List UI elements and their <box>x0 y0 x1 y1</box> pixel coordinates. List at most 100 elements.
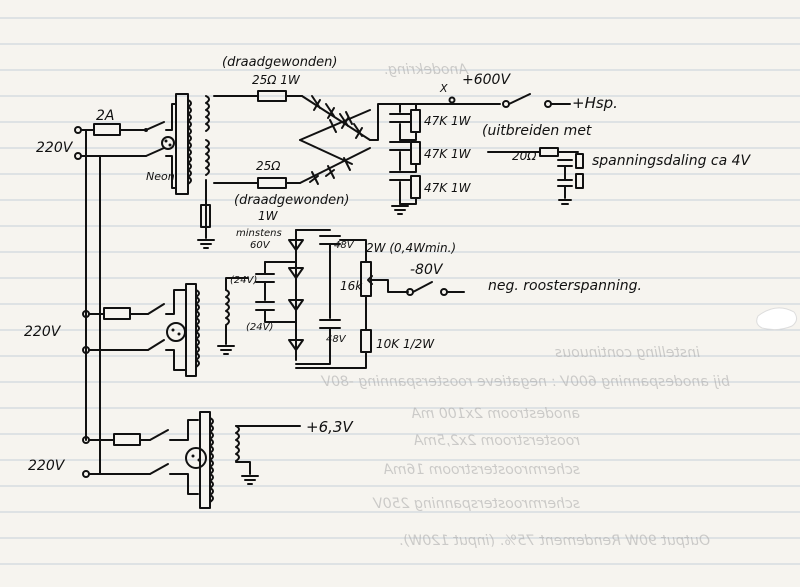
cap-min-label: minstens <box>236 228 282 239</box>
cap-48-top: 48V <box>334 240 355 251</box>
capacitor <box>389 141 411 151</box>
resistor-47k-3 <box>410 175 421 199</box>
wire <box>369 103 401 141</box>
hv-switch <box>508 93 531 105</box>
neon-label: Neon <box>146 170 175 183</box>
ghost-line: anodestroom 2x100 mA <box>411 406 580 422</box>
diode <box>345 111 353 125</box>
wire <box>399 163 417 173</box>
resistor-25-bot <box>257 177 287 189</box>
switch-contact <box>144 128 148 132</box>
expansion-sketch: (uitbreiden met 20Ω spanningsdaling ca 4… <box>482 123 752 205</box>
wire <box>235 425 261 475</box>
neon-dot <box>168 143 172 147</box>
primary-winding <box>187 99 192 185</box>
cap-min-label: 60V <box>250 240 271 251</box>
resistor-10k <box>360 329 372 353</box>
diode <box>325 165 335 179</box>
pot-label: 16k <box>340 279 363 293</box>
wire <box>299 139 353 165</box>
expand-note: (uitbreiden met <box>482 123 592 139</box>
transformer-core <box>175 93 189 195</box>
ghost-top: Anodekring. <box>384 62 469 78</box>
switch <box>145 147 165 157</box>
primary-winding <box>209 417 214 503</box>
show-through-text: Anodekring. instelling continuous bij an… <box>320 62 730 549</box>
diode <box>309 171 319 185</box>
diode <box>311 95 321 111</box>
mains-label-top: 220V <box>36 140 74 156</box>
resistor-47k-1 <box>410 109 421 133</box>
bias-resistor <box>200 204 211 228</box>
ground <box>241 475 259 485</box>
bias-supply: minstens 60V 48V 48V (24V) (24V) 2W (0,4… <box>230 228 642 369</box>
switch <box>149 429 169 441</box>
wire <box>339 239 367 263</box>
mains-wire <box>165 155 177 189</box>
paper-tear <box>756 307 798 331</box>
neg-voltage: -80V <box>410 262 444 278</box>
r-chain-label: 47K 1W <box>424 147 472 161</box>
hsp-label: +Hsp. <box>572 94 618 112</box>
wire <box>165 289 187 315</box>
r-bot-label: 25Ω <box>256 159 281 173</box>
neon-dot <box>164 139 168 143</box>
drop-note: spanningsdaling ca 4V <box>592 153 752 169</box>
ghost-line: schermroosterstroom 16mA <box>383 462 580 478</box>
wire <box>165 349 187 371</box>
capacitor <box>389 171 411 181</box>
note-wirewound-top: (draadgewonden) <box>222 55 338 70</box>
hv-voltage: +600V <box>462 72 511 88</box>
wire <box>399 103 417 111</box>
neg-note: neg. roosterspanning. <box>488 278 642 294</box>
ground <box>197 239 215 249</box>
resistor-exp <box>575 173 584 189</box>
wire <box>169 419 199 441</box>
neon-lamp <box>161 136 175 150</box>
primary-winding <box>195 289 200 368</box>
mains-label-bot: 220V <box>28 458 66 474</box>
neon-dot <box>177 332 181 336</box>
ground <box>391 205 409 215</box>
resistor-20 <box>539 147 559 157</box>
r-2w-label: 2W (0,4Wmin.) <box>366 241 456 255</box>
wire <box>169 473 199 495</box>
mains-label-mid: 220V <box>24 324 62 340</box>
hv-rectifier: (draadgewonden) 25Ω 1W 25Ω (draadgewonde… <box>213 55 401 223</box>
neon-dot <box>191 454 195 458</box>
switch <box>145 121 165 131</box>
hv-test-point <box>448 96 456 104</box>
capacitor-48v <box>319 319 341 329</box>
diode <box>353 123 363 139</box>
fuse <box>103 307 131 320</box>
ghost-line: Output 90W Rendement 75%. (input 120W). <box>399 533 710 549</box>
filament-transformer-2: 220V +6,3V <box>28 411 354 509</box>
r-bot-watt: 1W <box>258 209 279 223</box>
resistor-exp <box>575 153 584 169</box>
diode <box>288 299 304 311</box>
switch <box>149 463 169 475</box>
secondary-winding <box>205 139 210 176</box>
filament-transformer-1: 220V <box>24 277 249 377</box>
hv-filter: 47K 1W 47K 1W 47K 1W X +600V +Hsp. <box>389 72 618 215</box>
r-chain-label: 47K 1W <box>424 181 472 195</box>
r-10k-label: 10K 1/2W <box>376 337 435 351</box>
wire <box>225 277 249 291</box>
cap-left-top: (24V) <box>230 275 257 286</box>
diode <box>288 239 304 251</box>
wire <box>295 327 331 365</box>
neon-dot <box>171 328 175 332</box>
mains-wire <box>165 103 177 131</box>
ground <box>217 345 235 355</box>
secondary-winding <box>225 289 230 326</box>
ghost-line: bij anodespanning 600V : negatieve roost… <box>320 374 730 390</box>
r-top-label: 25Ω 1W <box>252 73 301 87</box>
fuse-label: 2A <box>96 108 114 124</box>
ruled-lines <box>0 17 800 565</box>
fuse <box>93 123 121 136</box>
cap-48-bot: 48V <box>326 334 347 345</box>
main-transformer <box>175 93 215 249</box>
hv-switch-mark: X <box>439 82 448 95</box>
pot-wiper <box>367 275 379 285</box>
